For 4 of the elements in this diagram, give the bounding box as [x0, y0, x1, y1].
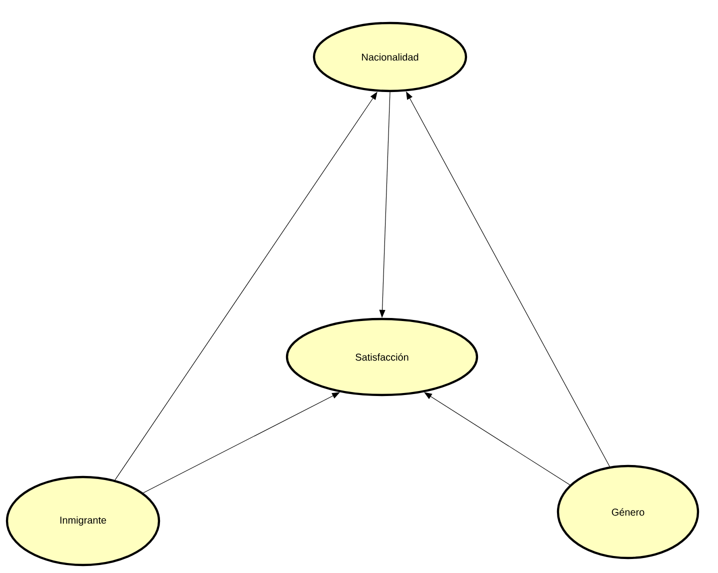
ellipse-node: Satisfacción: [286, 318, 478, 396]
ellipse-node: Inmigrante: [6, 476, 160, 566]
ellipse-node: Nacionalidad: [312, 22, 468, 92]
ellipse-node: Género: [556, 464, 700, 560]
